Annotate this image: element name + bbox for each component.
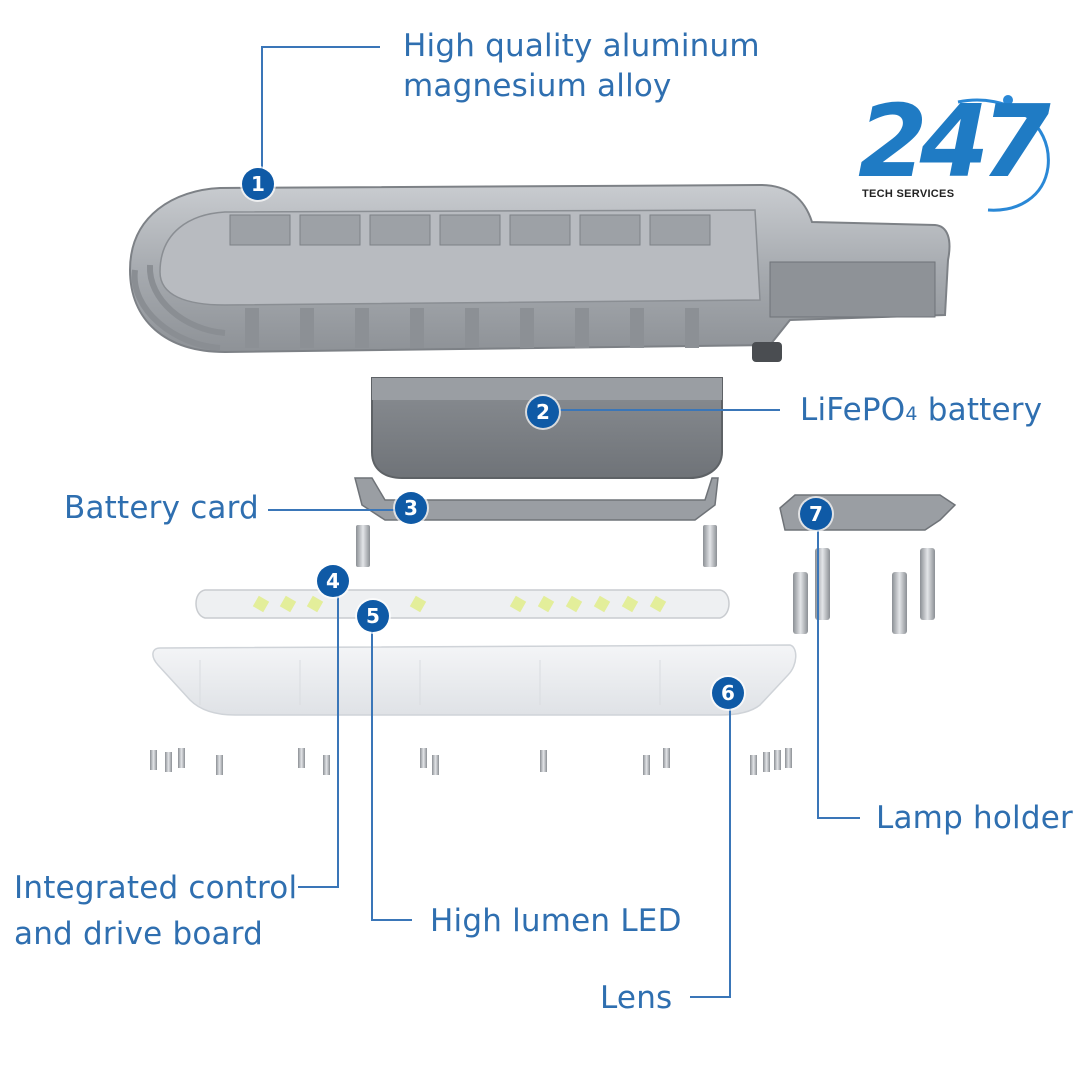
- label-battery-rest: battery: [917, 392, 1043, 428]
- leader-5: [371, 630, 412, 921]
- badge-1: 1: [242, 168, 274, 200]
- label-control-board-line1: Integrated control: [14, 870, 298, 906]
- badge-7: 7: [800, 498, 832, 530]
- logo-tagline: TECH SERVICES: [862, 188, 955, 200]
- label-housing-line2: magnesium alloy: [403, 68, 672, 104]
- label-battery: LiFePO4 battery: [800, 388, 1042, 436]
- label-housing: High quality aluminum magnesium alloy: [403, 24, 760, 108]
- label-battery-subscript: 4: [905, 403, 918, 425]
- brand-logo: 247 TECH SERVICES: [858, 92, 1058, 217]
- badge-5: 5: [357, 600, 389, 632]
- label-battery-main: LiFePO: [800, 392, 906, 428]
- leader-4: [298, 596, 339, 888]
- badge-3: 3: [395, 492, 427, 524]
- led-board: [195, 589, 730, 619]
- badge-6: 6: [712, 677, 744, 709]
- label-housing-line1: High quality aluminum: [403, 28, 760, 64]
- lens-screws: [150, 748, 792, 775]
- label-control-board-line2: and drive board: [14, 916, 264, 952]
- leader-1: [261, 46, 380, 182]
- lifepo4-battery: [371, 377, 723, 479]
- battery-screws: [356, 525, 717, 567]
- leader-7: [817, 528, 860, 819]
- battery-card: [354, 477, 719, 521]
- badge-2: 2: [527, 396, 559, 428]
- aluminum-housing: [128, 183, 951, 362]
- leader-6: [690, 708, 731, 998]
- lens: [152, 644, 797, 716]
- label-lamp-holder: Lamp holder: [876, 800, 1073, 836]
- logo-mark: 247: [858, 83, 1051, 200]
- leader-lines: [261, 46, 860, 998]
- logo-swoosh-icon: [957, 95, 1050, 212]
- label-lens: Lens: [600, 980, 673, 1016]
- label-control-board: Integrated control and drive board: [14, 866, 297, 956]
- label-battery-card: Battery card: [64, 490, 259, 526]
- badge-4: 4: [317, 565, 349, 597]
- label-led: High lumen LED: [430, 903, 682, 939]
